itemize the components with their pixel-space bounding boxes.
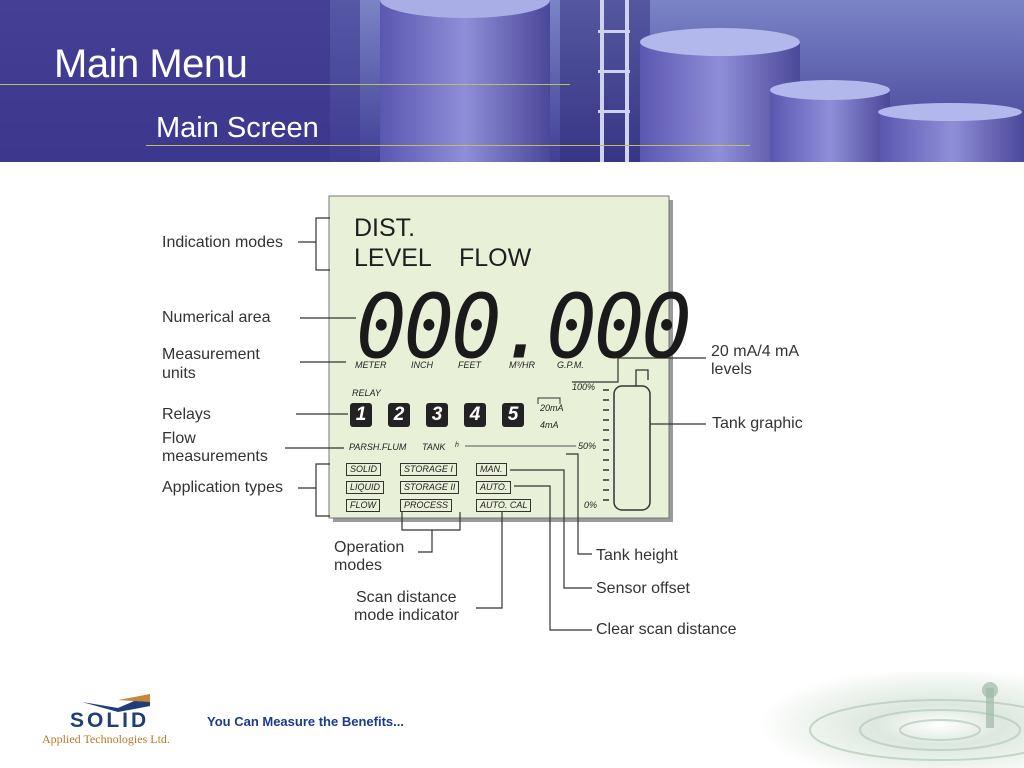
lcd-relay-label: RELAY	[352, 388, 381, 398]
app-storage-2: STORAGE II	[400, 481, 460, 494]
header-banner: Main Menu Main Screen	[0, 0, 1024, 162]
callout-sensor-offset: Sensor offset	[596, 580, 690, 597]
tank-scale-0: 0%	[584, 500, 598, 510]
callout-scan-distance-2: mode indicator	[354, 607, 459, 624]
lcd-panel	[328, 195, 670, 519]
mode-manual: MAN.	[476, 463, 507, 476]
solid-logo-icon	[82, 694, 150, 712]
logo-wordmark: SOLID	[70, 709, 150, 732]
lcd-flow-parshflum: PARSH.FLUM	[349, 442, 407, 452]
app-process: PROCESS	[400, 499, 453, 512]
relay-5-indicator: 5	[502, 403, 524, 427]
callout-measurement-units-1: Measurement	[162, 346, 260, 363]
lcd-diagram: DIST. LEVEL FLOW 000.000 METER INCH FEET…	[0, 162, 1024, 672]
footer-graphics	[82, 672, 1024, 768]
lcd-unit-feet: FEET	[458, 360, 482, 370]
lcd-unit-m3hr: M³/HR	[509, 360, 535, 370]
lcd-unit-inch: INCH	[411, 360, 433, 370]
lcd-mode-level: LEVEL	[354, 244, 432, 272]
callout-indication-modes: Indication modes	[162, 234, 283, 251]
app-liquid: LIQUID	[346, 481, 385, 494]
callout-tank-height: Tank height	[596, 547, 678, 564]
industrial-silos-background	[0, 0, 1024, 162]
lcd-flow-tank: TANK	[422, 442, 446, 452]
tank-outline	[613, 385, 651, 511]
lcd-unit-gpm: G.P.M.	[557, 360, 584, 370]
app-storage-1: STORAGE I	[400, 463, 457, 476]
lcd-4ma: 4mA	[540, 420, 559, 430]
app-flow: FLOW	[346, 499, 380, 512]
callout-flow-meas-2: measurements	[162, 448, 268, 465]
callout-flow-meas-1: Flow	[162, 430, 196, 447]
callout-clear-scan: Clear scan distance	[596, 621, 737, 638]
lcd-unit-meter: METER	[355, 360, 387, 370]
callout-ma-levels-2: levels	[711, 361, 752, 378]
logo-tagline: Applied Technologies Ltd.	[42, 732, 170, 746]
relay-3-indicator: 3	[426, 403, 448, 427]
callout-ma-levels-1: 20 mA/4 mA	[711, 343, 800, 360]
relay-4-indicator: 4	[464, 403, 486, 427]
relay-1-indicator: 1	[350, 403, 372, 427]
tank-scale-50: 50%	[578, 441, 597, 451]
app-solid: SOLID	[346, 463, 382, 476]
page-title: Main Menu	[54, 42, 248, 86]
title-rule	[0, 84, 570, 85]
lcd-numerical-display: 000.000	[356, 275, 692, 379]
footer-slogan: You Can Measure the Benefits...	[207, 714, 404, 729]
lcd-mode-dist: DIST.	[354, 214, 416, 242]
callout-numerical-area: Numerical area	[162, 309, 271, 326]
callout-operation-modes-2: modes	[334, 557, 383, 574]
lcd-flow-h: h	[455, 442, 459, 449]
page-subtitle: Main Screen	[156, 112, 319, 144]
mode-auto-cal: AUTO. CAL	[476, 499, 532, 512]
callout-operation-modes-1: Operation	[334, 539, 405, 556]
callout-relays: Relays	[162, 406, 211, 423]
mode-auto: AUTO.	[476, 481, 512, 494]
callout-scan-distance-1: Scan distance	[356, 589, 457, 606]
lcd-mode-flow: FLOW	[459, 244, 532, 272]
relay-2-indicator: 2	[388, 403, 410, 427]
callout-tank-graphic: Tank graphic	[712, 415, 803, 432]
lcd-20ma: 20mA	[540, 403, 564, 413]
diagram-lines	[285, 195, 706, 631]
callout-measurement-units-2: units	[162, 365, 196, 382]
subtitle-rule	[146, 145, 750, 146]
tank-scale-100: 100%	[572, 382, 596, 392]
callout-application-types: Application types	[162, 479, 283, 496]
